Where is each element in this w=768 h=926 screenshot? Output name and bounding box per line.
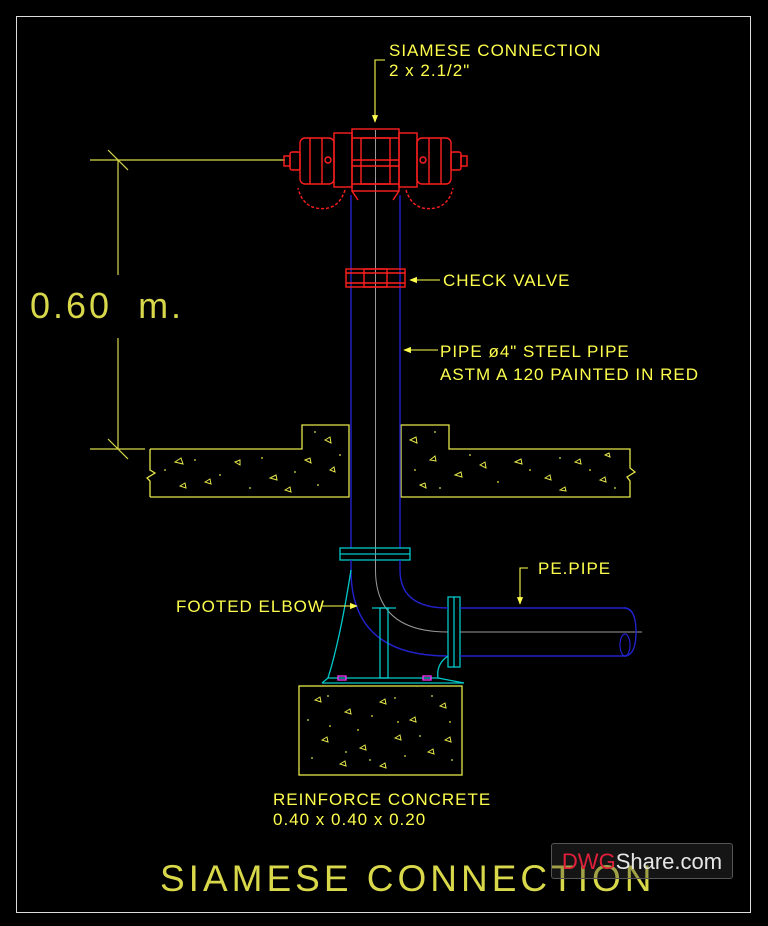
footed-elbow-label: FOOTED ELBOW (176, 597, 325, 616)
slab-hatch (164, 431, 616, 493)
pipe-spec-label: ASTM A 120 PAINTED IN RED (440, 365, 699, 384)
watermark-part2: Share.com (615, 849, 723, 874)
concrete-label: REINFORCE CONCRETE (273, 790, 492, 809)
pe-pipe (460, 607, 642, 657)
check-valve (345, 268, 406, 288)
anchor-bolts (337, 675, 432, 681)
dimension-label: 0.60 m. (30, 285, 185, 326)
concrete-footing (298, 685, 463, 776)
drawing-border (16, 16, 751, 913)
check-valve-label: CHECK VALVE (443, 271, 571, 290)
elbow-pipe (350, 560, 449, 657)
steel-pipe (350, 130, 401, 560)
pe-pipe-label: PE.PIPE (538, 559, 612, 578)
elbow-support (321, 569, 465, 684)
leader-lines (322, 59, 528, 610)
watermark-logo: DWGShare.com (551, 843, 733, 879)
siamese-connection-label: SIAMESE CONNECTION (389, 41, 602, 60)
watermark-part1: DWG (561, 849, 616, 874)
siamese-connection-size: 2 x 2.1/2" (389, 61, 471, 80)
siamese-connection (283, 128, 468, 210)
dimension-line (90, 149, 285, 460)
pipe-label: PIPE ø4" STEEL PIPE (440, 342, 630, 361)
concrete-size-label: 0.40 x 0.40 x 0.20 (273, 810, 427, 829)
ground-slab (145, 424, 637, 498)
